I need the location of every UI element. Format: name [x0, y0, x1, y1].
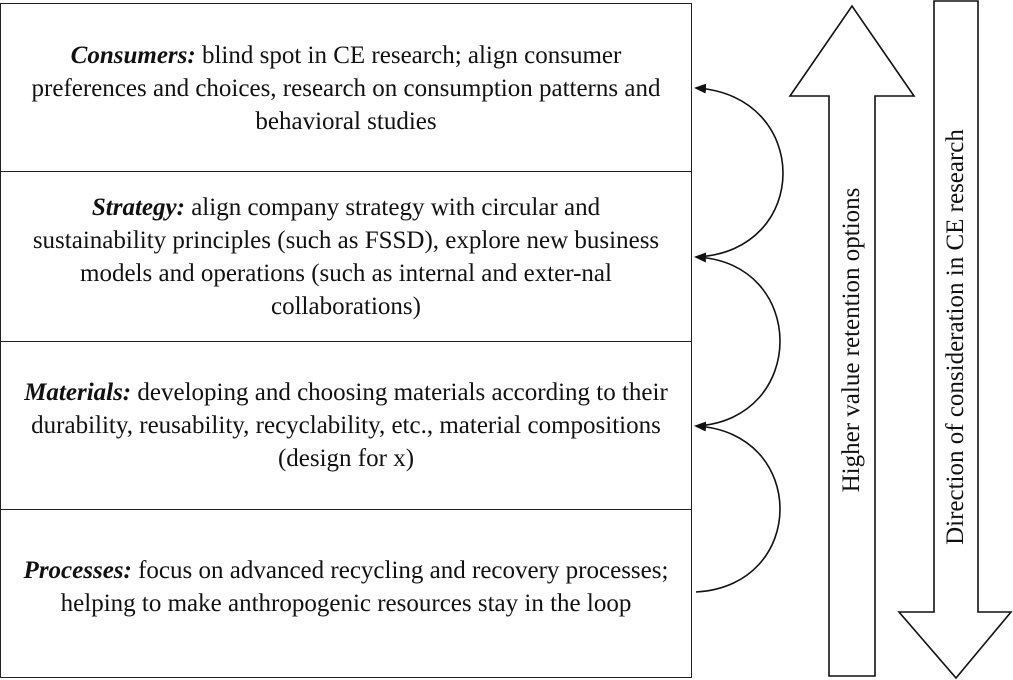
materials-text: Materials: developing and choosing mater… — [11, 376, 681, 475]
materials-description: developing and choosing materials accord… — [31, 379, 668, 472]
strategy-text: Strategy: align company strategy with ci… — [26, 191, 666, 323]
consumers-term: Consumers: — [70, 42, 196, 69]
down-arrow-label: Direction of consideration in CE researc… — [942, 129, 969, 545]
loop-arrow-processes-to-materials — [694, 421, 781, 593]
processes-box: Processes: focus on advanced recycling a… — [1, 510, 691, 677]
materials-box: Materials: developing and choosing mater… — [1, 342, 691, 510]
consumers-box: Consumers: blind spot in CE research; al… — [1, 4, 691, 172]
strategy-box: Strategy: align company strategy with ci… — [1, 172, 691, 342]
strategy-term: Strategy: — [91, 193, 185, 221]
layer-stack: Consumers: blind spot in CE research; al… — [0, 3, 692, 678]
processes-term: Processes: — [23, 556, 132, 584]
consumers-text: Consumers: blind spot in CE research; al… — [16, 39, 676, 138]
up-arrow-label: Higher value retention options — [838, 187, 865, 493]
materials-term: Materials: — [24, 379, 132, 406]
strategy-description: align company strategy with circular and… — [32, 193, 660, 320]
loop-arrow-strategy-to-consumers — [694, 83, 784, 258]
processes-text: Processes: focus on advanced recycling a… — [11, 554, 681, 620]
loop-arrow-materials-to-strategy — [694, 252, 781, 427]
consumers-description: blind spot in CE research; align consume… — [31, 42, 661, 135]
processes-description: focus on advanced recycling and recovery… — [60, 556, 669, 617]
